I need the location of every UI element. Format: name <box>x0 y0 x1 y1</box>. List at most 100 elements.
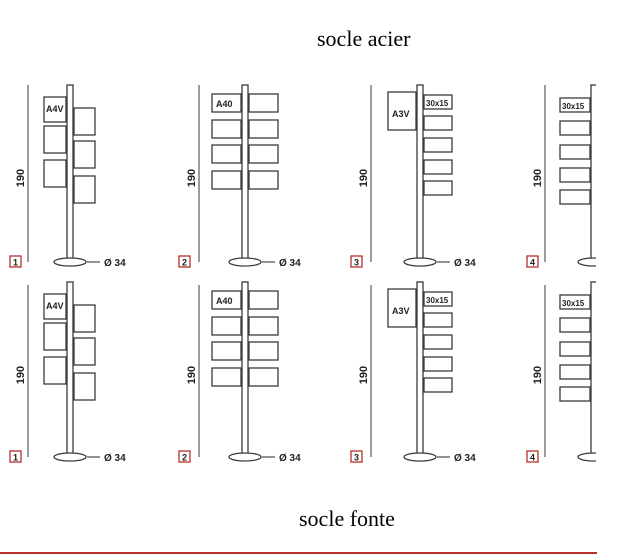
panel-label: 30x15 <box>562 102 585 111</box>
panel-label: A3V <box>392 109 410 119</box>
panel <box>73 140 96 169</box>
model-number-badge <box>350 450 363 463</box>
panel-label: 30x15 <box>426 296 449 305</box>
base <box>403 452 437 462</box>
panel <box>559 189 591 205</box>
panel <box>211 316 242 336</box>
panel <box>73 175 96 204</box>
panel <box>559 364 591 380</box>
panel <box>43 125 67 154</box>
diameter-label: Ø 34 <box>104 258 126 269</box>
stand-2-3: 190 3 Ø 34 A3V 30x15 <box>350 281 476 464</box>
diameter-label: Ø 34 <box>279 453 301 464</box>
panel <box>73 107 96 136</box>
panel-label: A40 <box>216 99 233 109</box>
height-label: 190 <box>15 366 27 384</box>
pole <box>416 281 424 458</box>
title-socle-acier: socle acier <box>317 26 411 51</box>
model-number: 1 <box>13 453 18 463</box>
base <box>403 257 437 267</box>
base <box>228 452 262 462</box>
model-number: 3 <box>354 453 359 463</box>
model-number: 4 <box>530 258 535 268</box>
model-number-badge <box>178 450 191 463</box>
panel <box>73 337 96 366</box>
model-number-badge <box>350 255 363 268</box>
panel <box>423 291 453 307</box>
panel-label: 30x15 <box>562 299 585 308</box>
height-label: 190 <box>15 169 27 187</box>
panel <box>211 119 242 139</box>
panel <box>559 120 591 136</box>
stand-1-4: 190 4 30x15 <box>526 84 611 268</box>
page-edge <box>596 0 626 555</box>
model-number: 2 <box>182 258 187 268</box>
panel <box>73 372 96 401</box>
panel <box>211 144 242 164</box>
panel <box>43 356 67 385</box>
stand-2-1: 190 1 Ø 34 A4V <box>9 281 126 464</box>
panel <box>43 159 67 188</box>
panel <box>559 386 591 402</box>
pole <box>241 281 249 458</box>
title-socle-fonte: socle fonte <box>299 506 395 531</box>
panel <box>423 159 453 175</box>
panel-label: A4V <box>46 301 64 311</box>
panel <box>211 290 242 310</box>
stand-1-2: 190 2 Ø 34 A40 <box>178 84 301 269</box>
panel <box>73 304 96 333</box>
panel <box>43 96 67 123</box>
panel <box>248 367 279 387</box>
panel <box>248 170 279 190</box>
panel <box>423 377 453 393</box>
height-label: 190 <box>358 169 370 187</box>
model-number-badge <box>526 450 539 463</box>
height-label: 190 <box>186 169 198 187</box>
panel <box>559 97 591 113</box>
panel <box>423 137 453 153</box>
panel <box>211 367 242 387</box>
model-number-badge <box>9 255 22 268</box>
model-number: 2 <box>182 453 187 463</box>
panel-label: A3V <box>392 306 410 316</box>
panel <box>248 290 279 310</box>
panel <box>423 115 453 131</box>
panel <box>248 341 279 361</box>
base <box>53 257 87 267</box>
panel <box>248 119 279 139</box>
base <box>53 452 87 462</box>
diameter-label: Ø 34 <box>104 453 126 464</box>
panel <box>43 293 67 320</box>
panel <box>248 144 279 164</box>
diameter-label: Ø 34 <box>279 258 301 269</box>
panel <box>559 317 591 333</box>
pole <box>416 84 424 263</box>
height-label: 190 <box>358 366 370 384</box>
bottom-rule <box>0 552 597 554</box>
panel <box>248 316 279 336</box>
model-number: 3 <box>354 258 359 268</box>
height-label: 190 <box>532 169 544 187</box>
panel <box>248 93 279 113</box>
panel <box>211 341 242 361</box>
panel <box>387 91 417 131</box>
panel <box>211 93 242 113</box>
height-label: 190 <box>186 366 198 384</box>
panel <box>423 334 453 350</box>
panel <box>423 94 453 110</box>
model-number: 1 <box>13 258 18 268</box>
diameter-label: Ø 34 <box>454 453 476 464</box>
panel <box>559 167 591 183</box>
pole <box>66 281 74 458</box>
panel <box>43 322 67 351</box>
diameter-label: Ø 34 <box>454 258 476 269</box>
panel <box>211 170 242 190</box>
model-number-badge <box>178 255 191 268</box>
panel <box>423 356 453 372</box>
panel <box>559 341 591 357</box>
